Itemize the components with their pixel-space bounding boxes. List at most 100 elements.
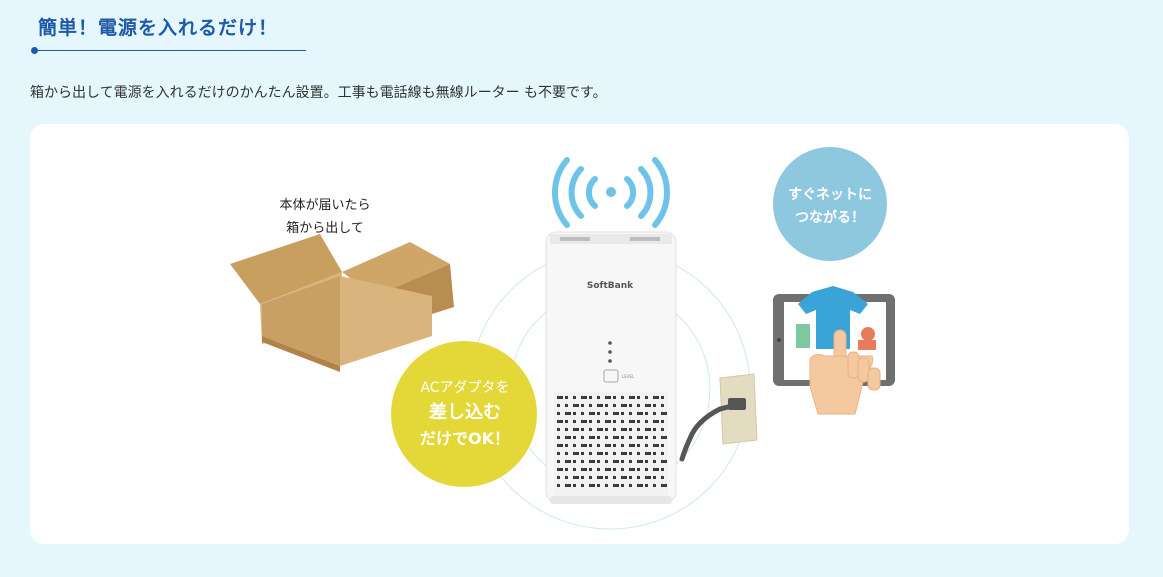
vent-hole <box>589 420 592 423</box>
vent-hole <box>589 484 595 487</box>
vent-hole <box>637 476 640 479</box>
vent-hole <box>597 460 600 463</box>
vent-hole <box>565 460 571 463</box>
vent-hole <box>645 396 648 399</box>
vent-hole <box>581 484 584 487</box>
vent-hole <box>565 420 568 423</box>
vent-hole <box>621 420 624 423</box>
vent-hole <box>589 428 592 431</box>
vent-hole <box>637 444 640 447</box>
vent-hole <box>661 396 664 399</box>
vent-hole <box>653 436 656 439</box>
vent-hole <box>605 428 608 431</box>
vent-hole <box>557 460 560 463</box>
vent-hole <box>629 396 635 399</box>
vent-hole <box>581 396 587 399</box>
vent-hole <box>573 404 579 407</box>
vent-hole <box>621 396 624 399</box>
vent-hole <box>557 396 563 399</box>
vent-hole <box>589 404 592 407</box>
vent-hole <box>565 476 568 479</box>
illustration-card: SoftBank LEVEL <box>30 124 1129 544</box>
vent-hole <box>565 412 571 415</box>
vent-hole <box>645 412 648 415</box>
vent-hole <box>613 428 616 431</box>
vent-hole <box>565 444 568 447</box>
vent-hole <box>613 444 616 447</box>
vent-hole <box>573 460 576 463</box>
vent-hole <box>629 404 632 407</box>
vent-hole <box>581 444 587 447</box>
vent-hole <box>653 428 656 431</box>
vent-hole <box>613 484 619 487</box>
vent-hole <box>557 428 560 431</box>
vent-hole <box>605 420 611 423</box>
section-description: 箱から出して電源を入れるだけのかんたん設置。工事も電話線も無線ルーター も不要で… <box>30 85 607 101</box>
vent-hole <box>613 452 616 455</box>
vent-hole <box>645 468 648 471</box>
vent-hole <box>597 436 600 439</box>
vent-hole <box>573 420 576 423</box>
vent-hole <box>581 428 584 431</box>
vent-hole <box>629 460 632 463</box>
vent-hole <box>653 468 659 471</box>
vent-hole <box>661 452 664 455</box>
vent-hole <box>653 476 656 479</box>
vent-hole <box>637 404 640 407</box>
vent-hole <box>605 460 608 463</box>
vent-hole <box>589 468 592 471</box>
vent-hole <box>621 428 627 431</box>
vent-hole <box>629 420 635 423</box>
vent-hole <box>645 428 651 431</box>
vent-hole <box>629 468 635 471</box>
vent-hole <box>581 452 584 455</box>
vent-hole <box>573 468 576 471</box>
vent-hole <box>589 412 595 415</box>
box-caption-line2: 箱から出して <box>286 221 364 236</box>
vent-hole <box>565 468 568 471</box>
vent-hole <box>605 404 608 407</box>
adapter-bubble <box>391 341 537 487</box>
vent-hole <box>597 452 603 455</box>
vent-hole <box>597 428 603 431</box>
vent-hole <box>629 452 632 455</box>
vent-hole <box>573 428 579 431</box>
net-bubble-text: すぐネットに つながる！ <box>772 184 888 230</box>
heading-dot <box>31 47 38 54</box>
vent-hole <box>573 452 579 455</box>
vent-hole <box>661 444 664 447</box>
vent-hole <box>629 436 632 439</box>
vent-hole <box>565 428 568 431</box>
vent-hole <box>613 420 616 423</box>
vent-hole <box>645 484 648 487</box>
vent-hole <box>605 484 608 487</box>
vent-hole <box>557 468 563 471</box>
vent-hole <box>557 484 560 487</box>
vent-hole <box>637 468 640 471</box>
vent-hole <box>573 476 579 479</box>
net-bubble-line1: すぐネットに <box>788 187 872 203</box>
vent-hole <box>629 484 632 487</box>
vent-hole <box>621 476 627 479</box>
vent-hole <box>557 476 560 479</box>
vent-hole <box>597 412 600 415</box>
vent-hole <box>565 436 571 439</box>
vent-hole <box>621 412 624 415</box>
vent-hole <box>581 412 584 415</box>
vent-hole <box>613 412 619 415</box>
vent-hole <box>613 404 616 407</box>
vent-hole <box>653 444 659 447</box>
vent-hole <box>589 436 595 439</box>
vent-hole <box>581 404 584 407</box>
vent-hole <box>645 476 651 479</box>
vent-hole <box>589 444 592 447</box>
vent-hole <box>661 484 667 487</box>
vent-hole <box>645 460 648 463</box>
vent-hole <box>653 404 656 407</box>
vent-hole <box>557 436 560 439</box>
vent-hole <box>637 428 640 431</box>
vent-hole <box>621 452 627 455</box>
vent-hole <box>645 436 648 439</box>
vent-hole <box>597 468 600 471</box>
vent-hole <box>605 444 611 447</box>
